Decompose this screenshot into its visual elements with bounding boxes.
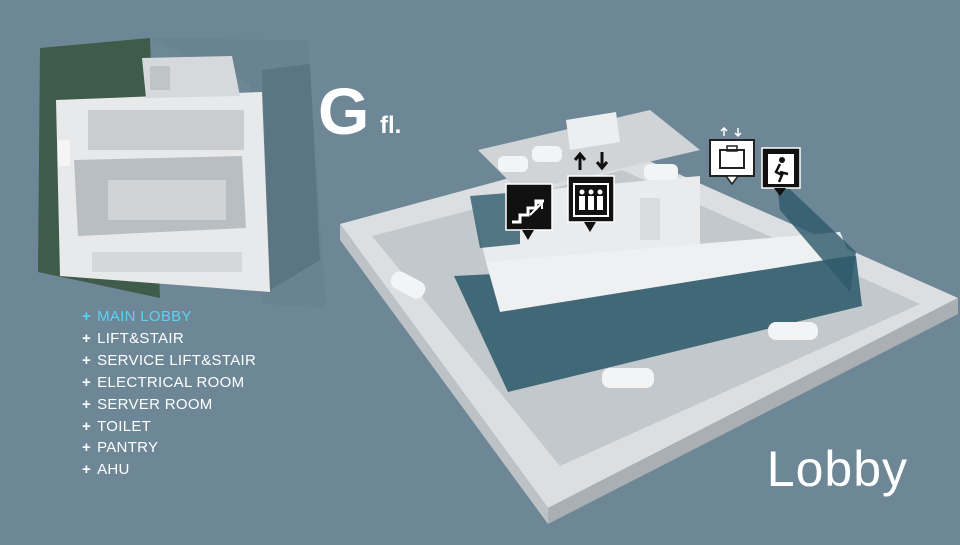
legend-item-server-room[interactable]: + SERVER ROOM bbox=[82, 394, 256, 416]
iso-top-building bbox=[566, 112, 620, 150]
iso-lobby-floor bbox=[486, 232, 850, 312]
legend-item-main-lobby[interactable]: + MAIN LOBBY bbox=[82, 306, 256, 328]
floor-indicator: G fl. bbox=[318, 78, 401, 144]
plus-icon: + bbox=[82, 308, 92, 325]
iso-car-top-1 bbox=[498, 156, 528, 172]
exit-icon bbox=[761, 147, 801, 196]
site-core-area bbox=[88, 110, 244, 150]
stair-icon bbox=[505, 183, 553, 240]
plus-icon: + bbox=[82, 461, 92, 479]
plus-icon: + bbox=[82, 329, 92, 347]
iso-slab-edge-left bbox=[340, 224, 548, 524]
iso-car-front bbox=[602, 368, 654, 388]
legend-item-electrical-room[interactable]: + ELECTRICAL ROOM bbox=[82, 372, 256, 394]
legend-item-label: SERVER ROOM bbox=[97, 395, 213, 413]
legend-item-pantry[interactable]: + PANTRY bbox=[82, 437, 256, 459]
iso-top-parking bbox=[478, 110, 700, 192]
floor-letter: G bbox=[318, 74, 369, 148]
legend-item-service-lift-stair[interactable]: + SERVICE LIFT&STAIR bbox=[82, 350, 256, 372]
floor-suffix: fl. bbox=[380, 112, 402, 139]
isometric-building bbox=[340, 110, 958, 524]
site-plan bbox=[38, 38, 326, 308]
legend-item-label: LIFT&STAIR bbox=[97, 329, 184, 347]
site-neighbor-building bbox=[262, 64, 320, 290]
legend-item-label: AHU bbox=[97, 461, 130, 479]
site-car-left bbox=[58, 140, 70, 166]
legend-item-label: SERVICE LIFT&STAIR bbox=[97, 351, 257, 369]
site-parked-car bbox=[150, 66, 170, 90]
service-lift-icon bbox=[709, 126, 755, 186]
legend-item-label: TOILET bbox=[97, 417, 152, 435]
iso-car-right bbox=[768, 322, 818, 340]
plus-icon: + bbox=[82, 351, 92, 369]
iso-service-core bbox=[640, 198, 660, 240]
site-lobby-area bbox=[108, 180, 226, 220]
iso-lobby-glass-right bbox=[776, 176, 856, 292]
iso-slab-edge-front bbox=[548, 298, 958, 524]
iso-car-top-3 bbox=[644, 164, 678, 180]
legend-item-ahu[interactable]: + AHU bbox=[82, 459, 256, 481]
room-legend: + MAIN LOBBY + LIFT&STAIR + SERVICE LIFT&ST… bbox=[82, 306, 256, 481]
area-title: Lobby bbox=[766, 441, 908, 497]
legend-item-lift-stair[interactable]: + LIFT&STAIR bbox=[82, 328, 256, 350]
plus-icon: + bbox=[82, 417, 92, 435]
plus-icon: + bbox=[82, 439, 92, 457]
legend-item-label: ELECTRICAL ROOM bbox=[97, 373, 245, 391]
plus-icon: + bbox=[82, 395, 92, 413]
plus-icon: + bbox=[82, 373, 92, 391]
legend-item-label: PANTRY bbox=[97, 439, 159, 457]
iso-car-left bbox=[390, 271, 426, 299]
legend-item-label: MAIN LOBBY bbox=[97, 308, 192, 325]
legend-item-toilet[interactable]: + TOILET bbox=[82, 416, 256, 438]
lift-icon bbox=[567, 151, 615, 232]
site-dropoff-lane bbox=[92, 252, 242, 272]
iso-car-top-2 bbox=[532, 146, 562, 162]
